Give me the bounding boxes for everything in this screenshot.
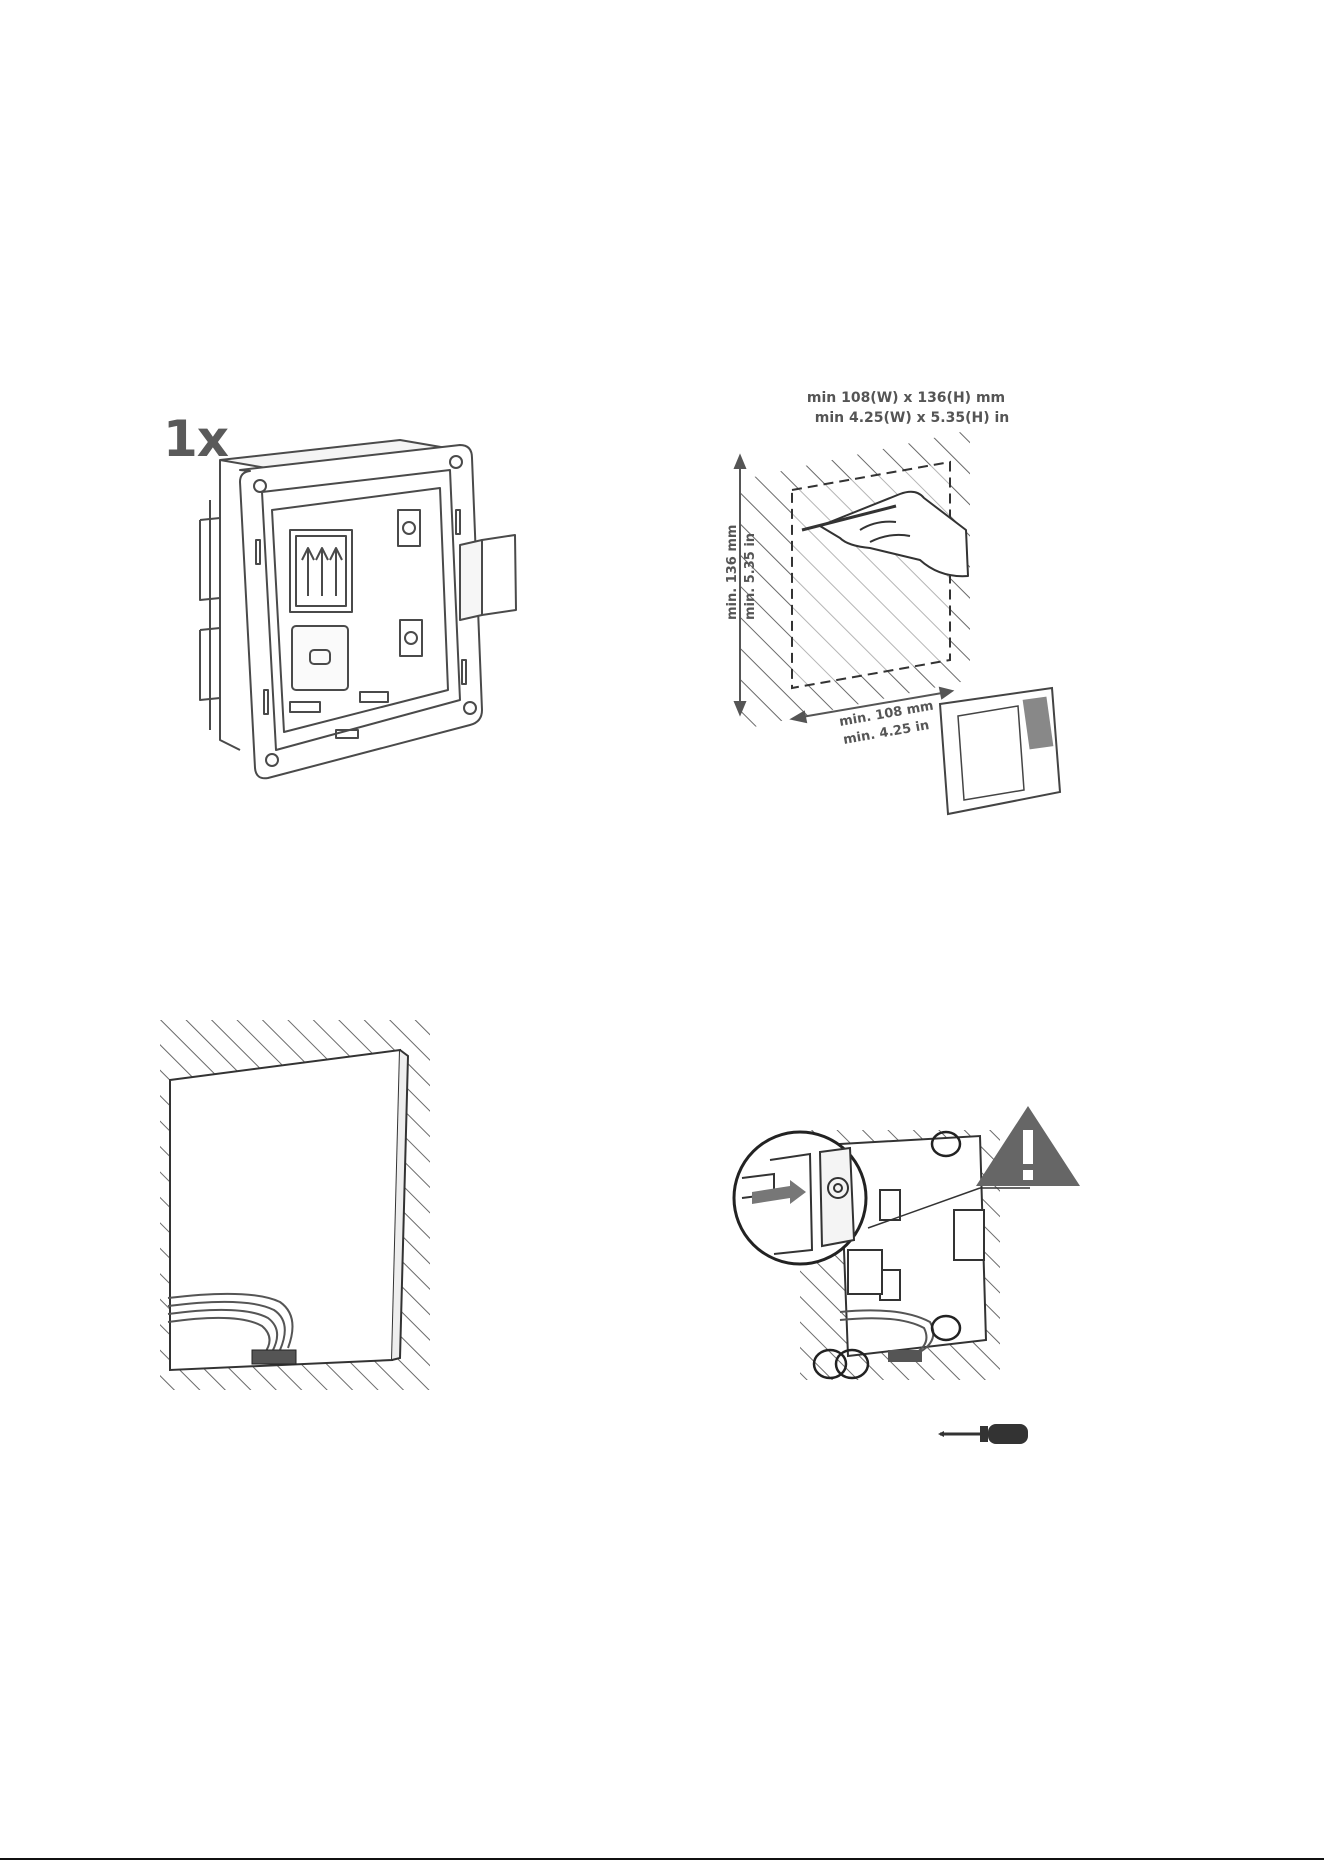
mount-box-illustration	[730, 1100, 1100, 1460]
page-bottom-rule	[0, 1858, 1324, 1860]
size-mm-text: min 108(W) x 136(H) mm	[807, 390, 1005, 406]
panel-mount-box	[730, 1100, 1100, 1460]
connector-plug-icon	[888, 1350, 922, 1362]
wall-recess	[170, 1050, 400, 1370]
height-mm-text: min. 136 mm	[725, 525, 740, 620]
panel-wall-recess	[160, 1020, 460, 1390]
template-sheet-icon	[940, 688, 1060, 814]
cut-outline	[792, 462, 950, 688]
quantity-label: 1x	[163, 410, 228, 468]
wall-recess-illustration	[160, 1020, 460, 1390]
height-in-text: min. 5.35 in	[743, 533, 758, 620]
screwdriver-icon	[938, 1424, 1028, 1444]
size-in-text: min 4.25(W) x 5.35(H) in	[815, 410, 1009, 426]
panel-measure-opening: min 108(W) x 136(H) mm min 4.25(W) x 5.3…	[720, 380, 1080, 840]
measure-opening-illustration: min 108(W) x 136(H) mm min 4.25(W) x 5.3…	[720, 380, 1080, 840]
connector-plug-icon	[252, 1350, 296, 1364]
